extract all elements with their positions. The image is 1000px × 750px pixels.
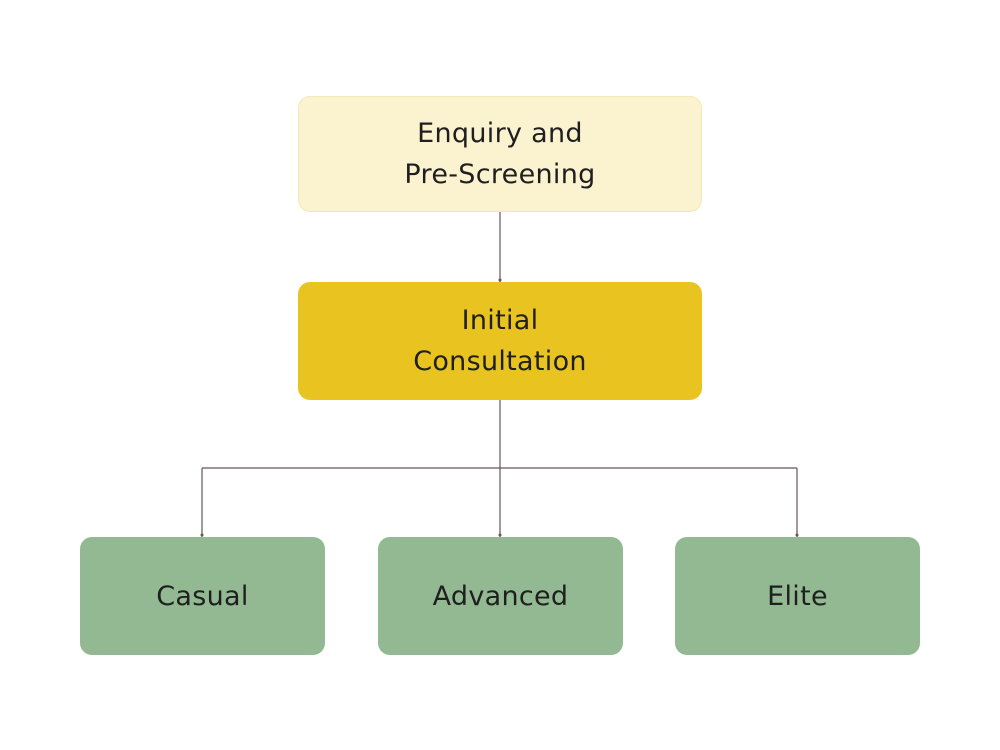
casual-tier-label: Casual bbox=[156, 580, 249, 612]
elite-tier-node: Elite bbox=[675, 537, 920, 655]
casual-tier-node: Casual bbox=[80, 537, 325, 655]
initial-consultation-node: Initial Consultation bbox=[298, 282, 702, 400]
enquiry-pre-screening-node: Enquiry and Pre-Screening bbox=[298, 96, 702, 212]
advanced-tier-label: Advanced bbox=[432, 580, 569, 612]
advanced-tier-node: Advanced bbox=[378, 537, 623, 655]
enquiry-pre-screening-label: Enquiry and Pre-Screening bbox=[404, 118, 596, 190]
initial-consultation-label: Initial Consultation bbox=[413, 305, 587, 377]
elite-tier-label: Elite bbox=[767, 580, 828, 612]
